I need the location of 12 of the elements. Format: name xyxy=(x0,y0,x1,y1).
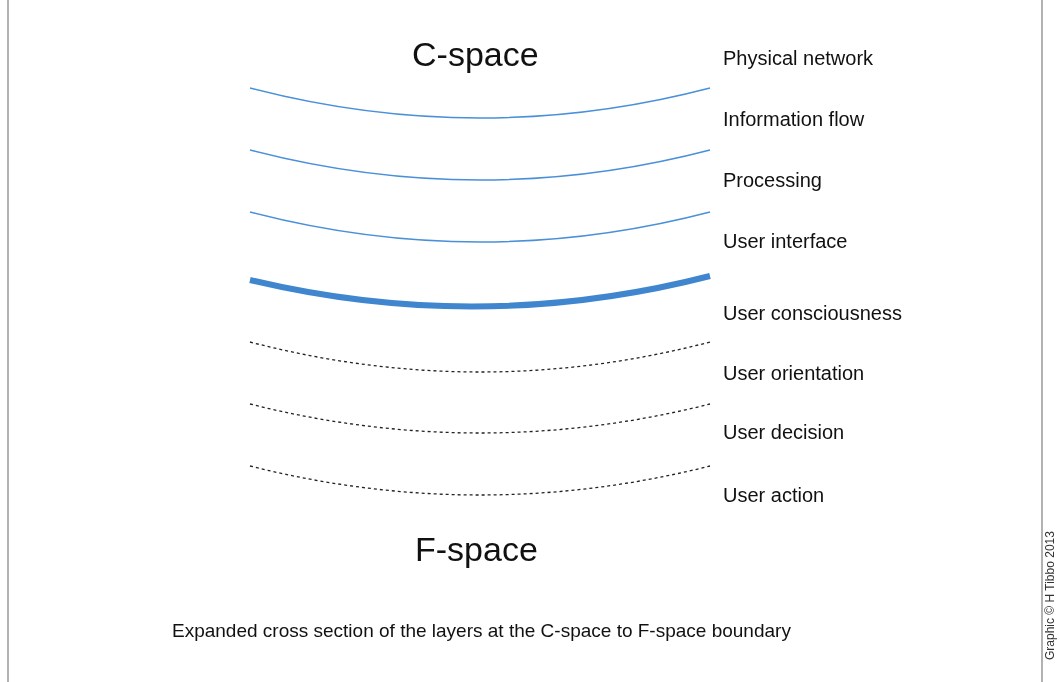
credit-text: Graphic © H Tibbo 2013 xyxy=(1044,531,1058,660)
layer-label: User interface xyxy=(723,230,848,252)
layer-label: User orientation xyxy=(723,362,865,384)
caption: Expanded cross section of the layers at the C-space to F-space boundary xyxy=(172,621,791,642)
layer-label: User decision xyxy=(723,421,845,443)
layer-label: User consciousness xyxy=(723,302,902,324)
layer-label: Processing xyxy=(723,169,822,191)
layer-label: User action xyxy=(723,484,825,506)
space-title: C-space xyxy=(412,36,539,74)
space-title: F-space xyxy=(415,531,538,569)
layer-label: Physical network xyxy=(723,47,874,69)
layer-label: Information flow xyxy=(723,108,865,130)
